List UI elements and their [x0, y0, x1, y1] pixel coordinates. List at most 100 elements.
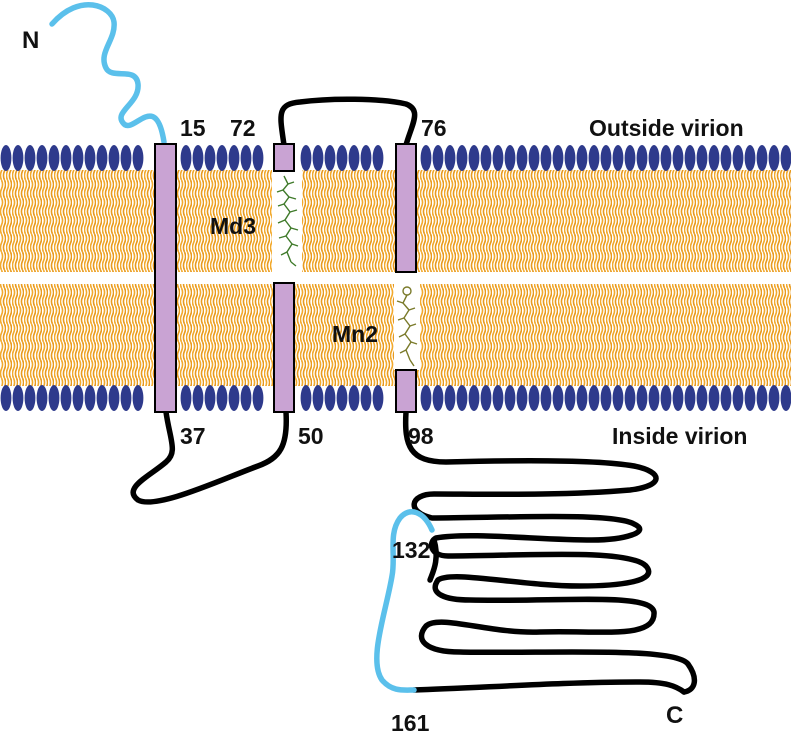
- inner-head-groups: [0, 385, 791, 411]
- lipid-head: [60, 385, 72, 411]
- lipid-head: [756, 385, 768, 411]
- lipid-head: [132, 145, 144, 171]
- lipid-head: [564, 145, 576, 171]
- lipid-head: [468, 145, 480, 171]
- lipid-head: [300, 145, 312, 171]
- lipid-head: [120, 145, 132, 171]
- lipid-head: [300, 385, 312, 411]
- lipid-head: [480, 385, 492, 411]
- ligand-md3-label: Md3: [210, 213, 256, 239]
- lipid-head: [96, 385, 108, 411]
- lipid-head: [312, 145, 324, 171]
- lipid-head: [528, 145, 540, 171]
- lipid-head: [420, 385, 432, 411]
- lipid-head: [72, 385, 84, 411]
- lipid-head: [360, 385, 372, 411]
- lipid-head: [48, 145, 60, 171]
- lipid-head: [444, 385, 456, 411]
- lipid-head: [132, 385, 144, 411]
- lipid-head: [444, 145, 456, 171]
- lipid-head: [528, 385, 540, 411]
- lipid-head: [696, 385, 708, 411]
- segment-to-c-terminus: [411, 679, 687, 695]
- transmembrane-helix-3-upper: [395, 143, 417, 273]
- lipid-head: [636, 145, 648, 171]
- outer-head-groups: [0, 145, 791, 171]
- lipid-head: [540, 145, 552, 171]
- lipid-head: [696, 145, 708, 171]
- lipid-head: [732, 385, 744, 411]
- lipid-head: [456, 385, 468, 411]
- lipid-head: [252, 385, 264, 411]
- lipid-head: [516, 145, 528, 171]
- lipid-head: [540, 385, 552, 411]
- lipid-head: [72, 145, 84, 171]
- lipid-head: [36, 385, 48, 411]
- outside-virion-label: Outside virion: [589, 115, 744, 141]
- loop-37-50: [130, 409, 290, 505]
- lipid-head: [180, 145, 192, 171]
- transmembrane-helix-2-lower: [273, 282, 295, 413]
- lipid-head: [324, 385, 336, 411]
- lipid-head: [312, 385, 324, 411]
- transmembrane-helix-3-lower: [395, 369, 417, 413]
- c-terminus-label: C: [666, 702, 683, 729]
- residue-132-label: 132: [392, 537, 430, 563]
- lipid-head: [24, 145, 36, 171]
- lipid-head: [24, 385, 36, 411]
- c-terminal-tail-132-161: [427, 537, 439, 583]
- lipid-head: [432, 145, 444, 171]
- lipid-head: [0, 385, 12, 411]
- lipid-head: [192, 385, 204, 411]
- lipid-head: [756, 145, 768, 171]
- lipid-head: [660, 385, 672, 411]
- lipid-head: [552, 145, 564, 171]
- lipid-head: [660, 145, 672, 171]
- lipid-head: [492, 385, 504, 411]
- lipid-head: [228, 385, 240, 411]
- lipid-head: [504, 145, 516, 171]
- lipid-head: [12, 385, 24, 411]
- lipid-head: [648, 385, 660, 411]
- lipid-head: [348, 385, 360, 411]
- lipid-head: [240, 145, 252, 171]
- lipid-head: [684, 385, 696, 411]
- lipid-head: [336, 385, 348, 411]
- lipid-head: [492, 145, 504, 171]
- lipid-head: [372, 145, 384, 171]
- lipid-head: [192, 145, 204, 171]
- lipid-head: [108, 145, 120, 171]
- lipid-head: [768, 385, 780, 411]
- lipid-head: [0, 145, 12, 171]
- residue-161-label: 161: [391, 710, 430, 736]
- lipid-head: [180, 385, 192, 411]
- lipid-head: [636, 385, 648, 411]
- lipid-head: [480, 145, 492, 171]
- lipid-head: [576, 145, 588, 171]
- lipid-head: [48, 385, 60, 411]
- lipid-head: [336, 145, 348, 171]
- ligand-md3-structure: [276, 175, 299, 267]
- lipid-head: [768, 145, 780, 171]
- lipid-head: [744, 145, 756, 171]
- lipid-head: [780, 145, 791, 171]
- segment-132-161: [374, 509, 435, 693]
- loop-72-76: [278, 96, 418, 148]
- lipid-head: [612, 385, 624, 411]
- lipid-head: [588, 145, 600, 171]
- lipid-head: [612, 145, 624, 171]
- ligand-mn2-structure: [396, 286, 418, 367]
- n-terminal-segment: [49, 2, 167, 145]
- lipid-head: [324, 145, 336, 171]
- lipid-head: [516, 385, 528, 411]
- lipid-head: [360, 145, 372, 171]
- ligand-cavity-2: [394, 284, 420, 370]
- lipid-head: [108, 385, 120, 411]
- residue-98-label: 98: [408, 423, 434, 449]
- lipid-head: [588, 385, 600, 411]
- lipid-head: [252, 145, 264, 171]
- residue-37-label: 37: [180, 423, 206, 449]
- lipid-head: [216, 385, 228, 411]
- inside-virion-label: Inside virion: [612, 423, 747, 449]
- lipid-head: [732, 145, 744, 171]
